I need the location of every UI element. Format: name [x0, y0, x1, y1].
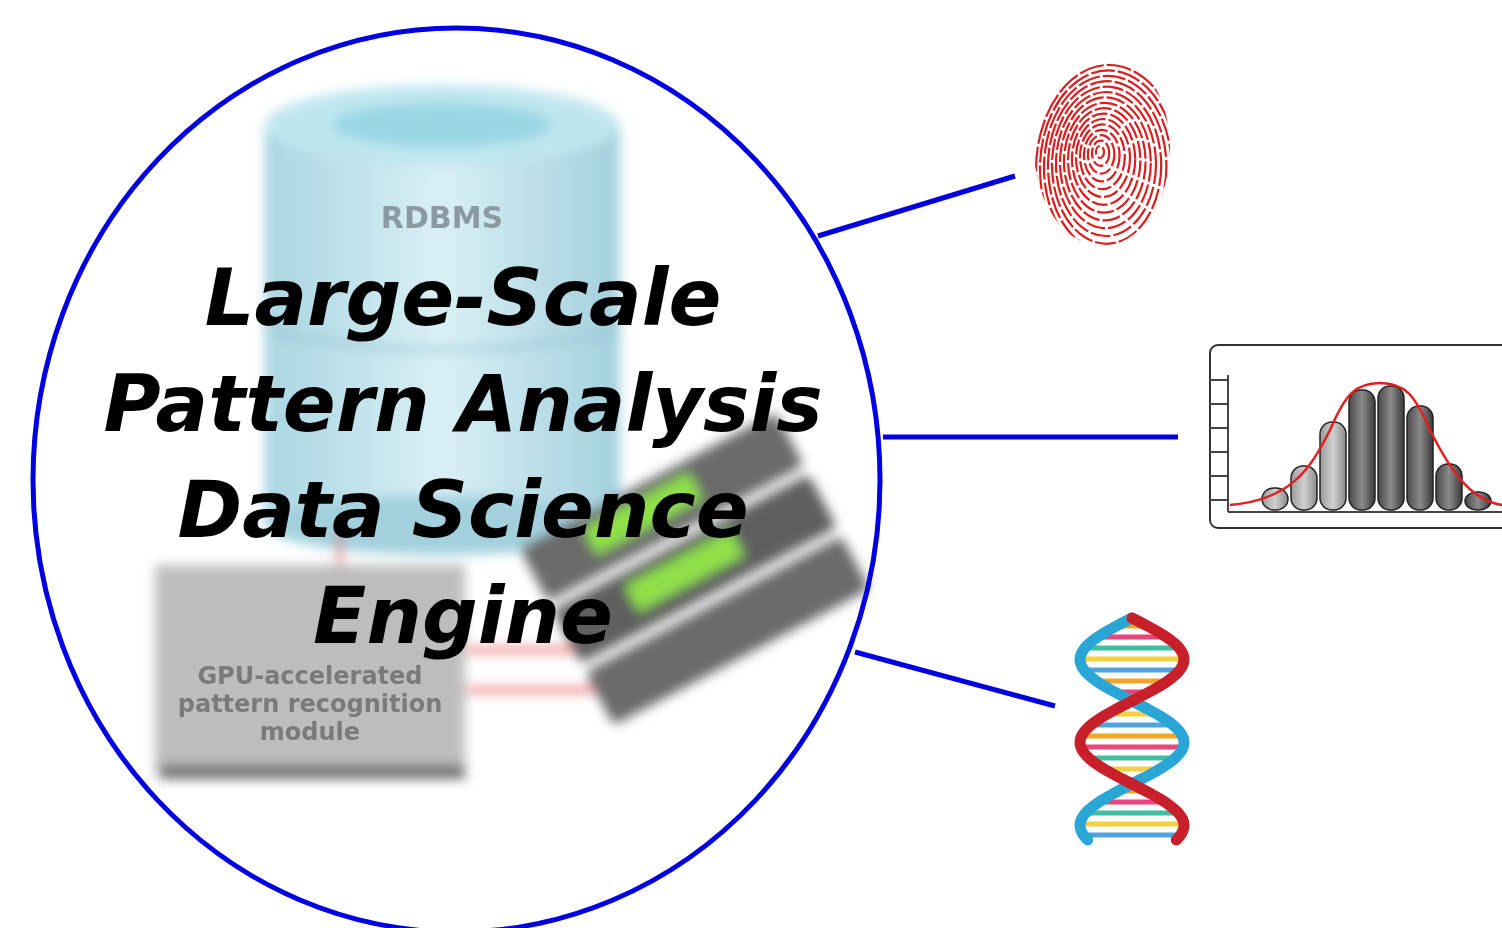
module-label: GPU-accelerated pattern recognition modu…	[165, 662, 455, 746]
engine-title: Large-Scale Pattern Analysis Data Scienc…	[47, 245, 880, 669]
database-label: RDBMS	[342, 200, 542, 235]
histogram-icon	[1210, 345, 1502, 528]
leader-line	[855, 652, 1055, 706]
dna-icon	[1080, 618, 1184, 840]
fingerprint-icon	[1036, 65, 1182, 275]
leader-line	[818, 176, 1015, 236]
engine-circle: Large-Scale Pattern Analysis Data Scienc…	[30, 25, 883, 928]
leader-line	[883, 435, 1178, 440]
